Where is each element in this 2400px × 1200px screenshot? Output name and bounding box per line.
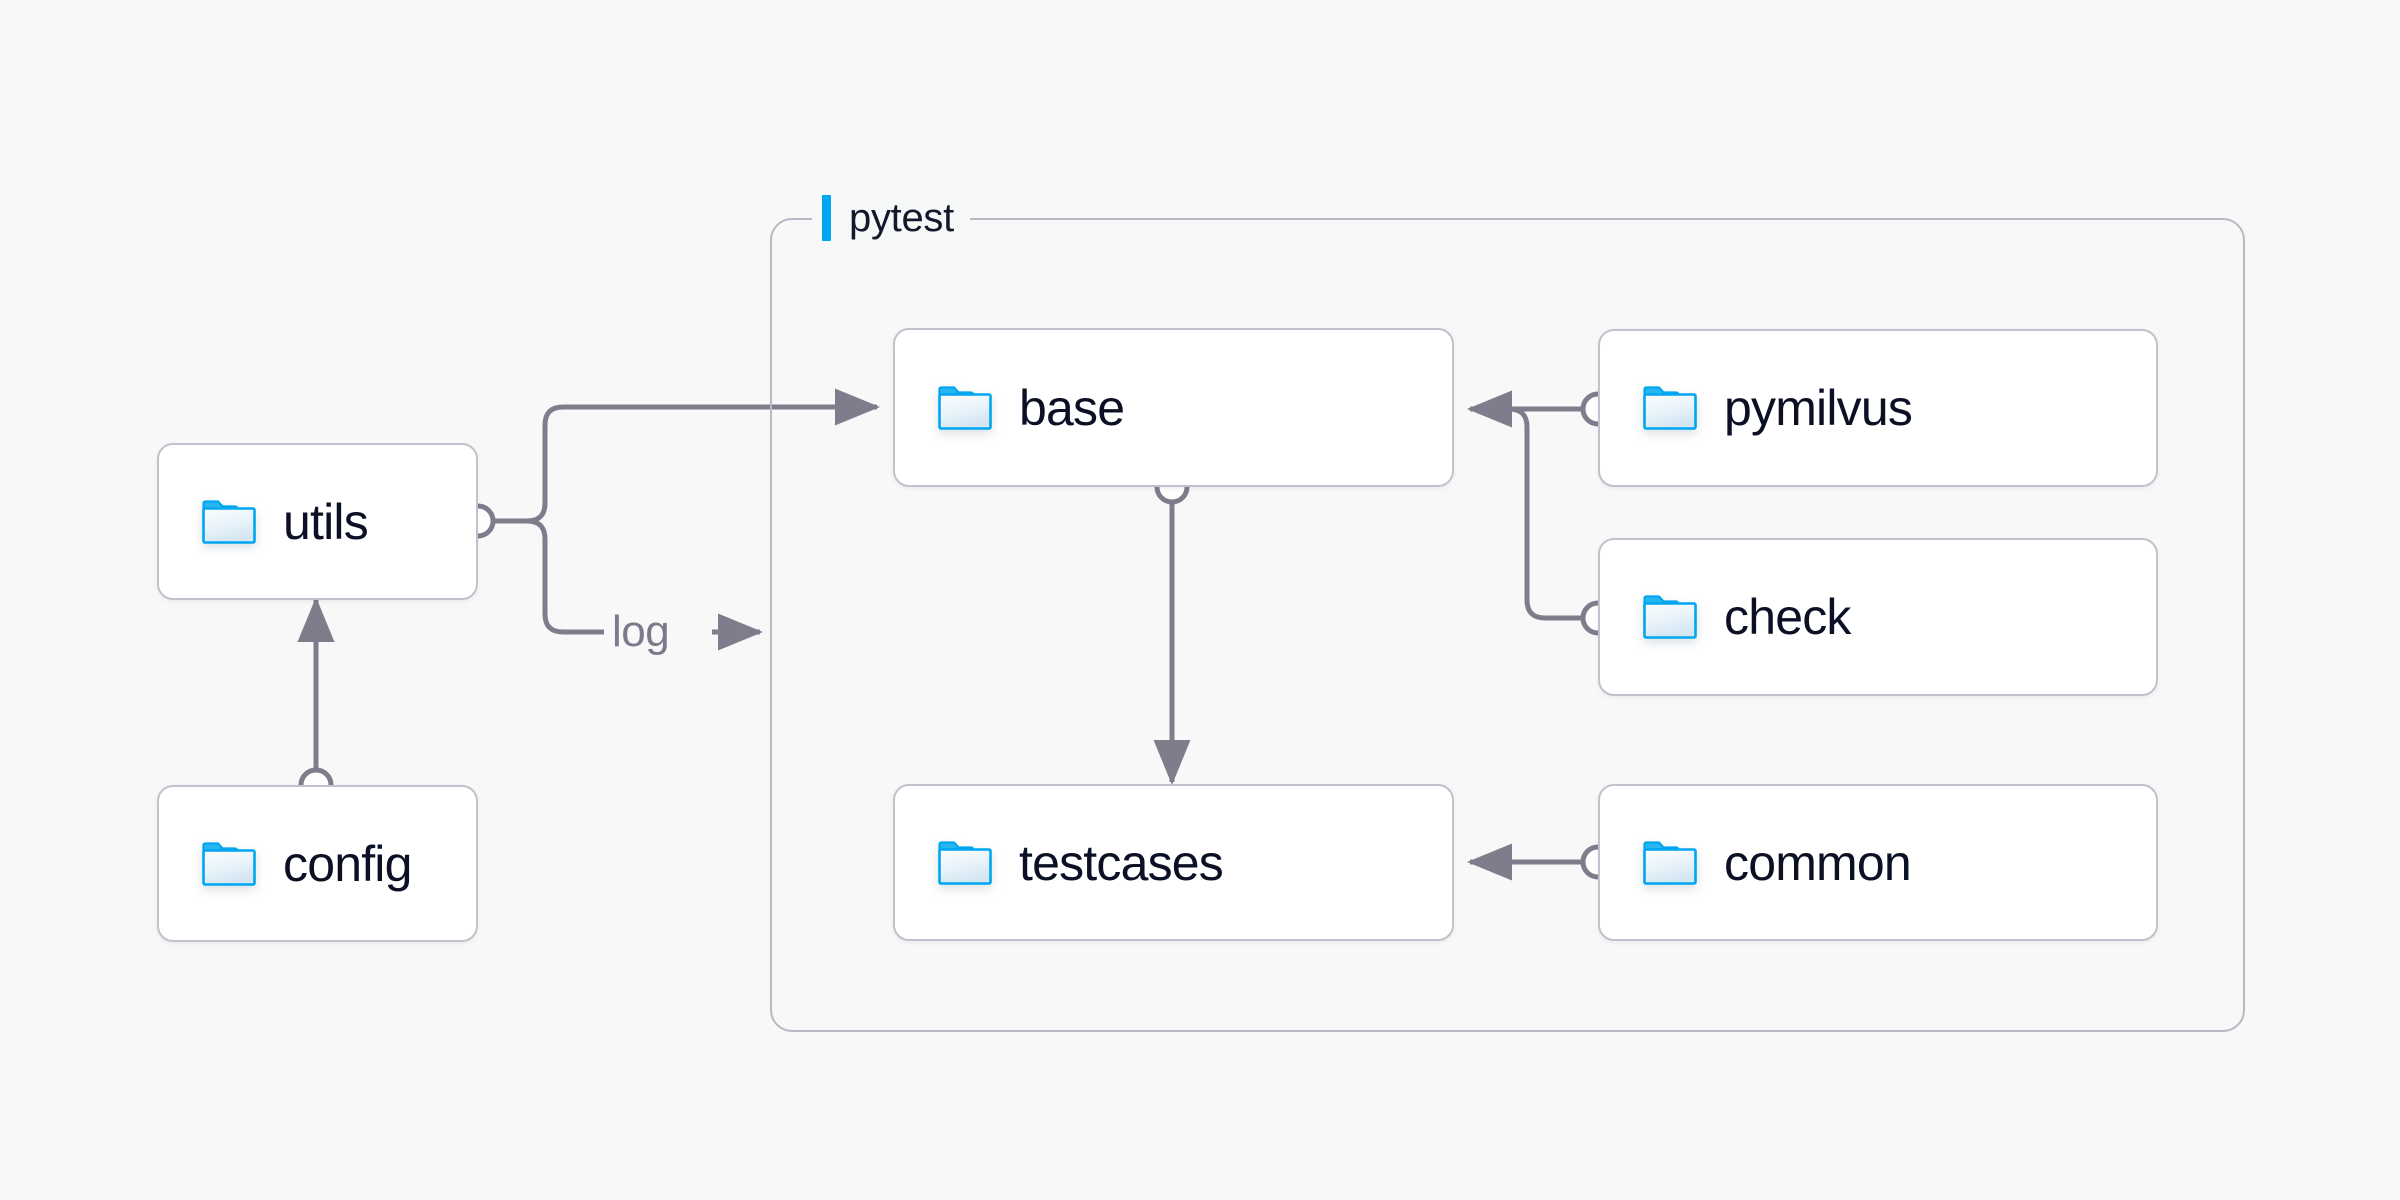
node-label: pymilvus [1724, 380, 1913, 436]
node-config[interactable]: config [157, 785, 478, 942]
group-label-pytest: pytest [812, 190, 970, 246]
node-base-content: base [895, 379, 1125, 436]
folder-icon [202, 841, 256, 886]
node-common-content: common [1600, 834, 1912, 891]
node-check[interactable]: check [1598, 538, 2158, 696]
node-label: common [1724, 834, 1912, 891]
node-common[interactable]: common [1598, 784, 2158, 941]
node-base[interactable]: base [893, 328, 1454, 487]
node-pymilvus-content: pymilvus [1600, 380, 1913, 436]
folder-icon [938, 840, 992, 885]
group-container-pytest [770, 218, 2245, 1032]
folder-icon [1643, 386, 1697, 430]
edge-config-to-utils [297, 596, 335, 803]
node-utils[interactable]: utils [157, 443, 478, 600]
node-label: testcases [1019, 834, 1224, 891]
node-label: config [283, 835, 412, 892]
node-label: check [1724, 589, 1851, 645]
node-testcases-content: testcases [895, 834, 1224, 891]
edge-label-log: log [604, 610, 678, 654]
node-config-content: config [159, 839, 412, 889]
node-check-content: check [1600, 592, 1851, 642]
folder-icon [938, 385, 992, 430]
node-label: base [1019, 379, 1125, 436]
folder-icon [1643, 840, 1697, 885]
node-testcases[interactable]: testcases [893, 784, 1454, 941]
group-accent-bar [822, 195, 831, 241]
group-label-text: pytest [849, 195, 954, 240]
node-label: utils [283, 493, 369, 550]
node-pymilvus[interactable]: pymilvus [1598, 329, 2158, 487]
folder-icon [202, 499, 256, 544]
node-utils-content: utils [159, 493, 369, 550]
folder-icon [1643, 595, 1697, 639]
